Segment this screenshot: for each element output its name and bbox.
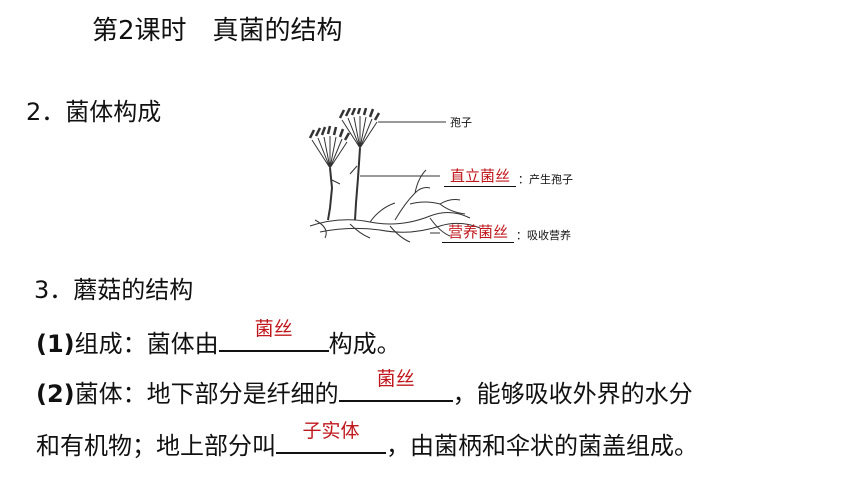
item-number: (1): [36, 330, 75, 358]
line-text: 菌体：地下部分是纤细的: [74, 380, 339, 408]
fill-blank: 菌丝: [218, 318, 329, 352]
line-text: 和有机物；地上部分叫: [36, 432, 276, 460]
text-line-2: (2)菌体：地下部分是纤细的 菌丝 ，能够吸收外界的水分: [36, 368, 693, 409]
text-line-1: (1)组成：菌体由 菌丝构成。: [36, 318, 401, 359]
answer-upright-hyphae: 直立菌丝: [444, 165, 516, 187]
note-produce-spores: ：产生孢子: [518, 173, 573, 186]
item-number: (2): [36, 380, 75, 408]
section-heading-fungal-body: 2．菌体构成: [26, 98, 162, 126]
answer-text: 菌丝: [254, 318, 293, 340]
answer-nutrient-hyphae: 营养菌丝: [442, 221, 514, 243]
right-spore-cluster: [338, 107, 381, 149]
fill-blank: 菌丝: [338, 368, 453, 402]
line-text: ，能够吸收外界的水分: [452, 380, 693, 408]
left-spore-cluster: [308, 125, 351, 169]
line-text: 组成：菌体由: [74, 330, 219, 358]
answer-text: 子实体: [302, 420, 360, 442]
page-title: 第2课时 真菌的结构: [92, 16, 343, 46]
note-absorb-nutrients: ：吸收营养: [516, 229, 571, 242]
answer-text: 菌丝: [376, 368, 415, 390]
label-spore: 孢子: [450, 116, 472, 129]
fill-blank: 子实体: [276, 420, 386, 454]
text-line-3: 和有机物；地上部分叫 子实体 ，由菌柄和伞状的菌盖组成。: [36, 420, 698, 461]
line-text: ，由菌柄和伞状的菌盖组成。: [386, 432, 698, 460]
section-heading-mushroom: 3．蘑菇的结构: [34, 276, 194, 304]
mold-illustration: [308, 107, 481, 243]
line-text: 构成。: [328, 330, 401, 358]
mold-structure-diagram: 孢子 直立菌丝 ：产生孢子 营养菌丝 ：吸收营养: [300, 107, 600, 248]
